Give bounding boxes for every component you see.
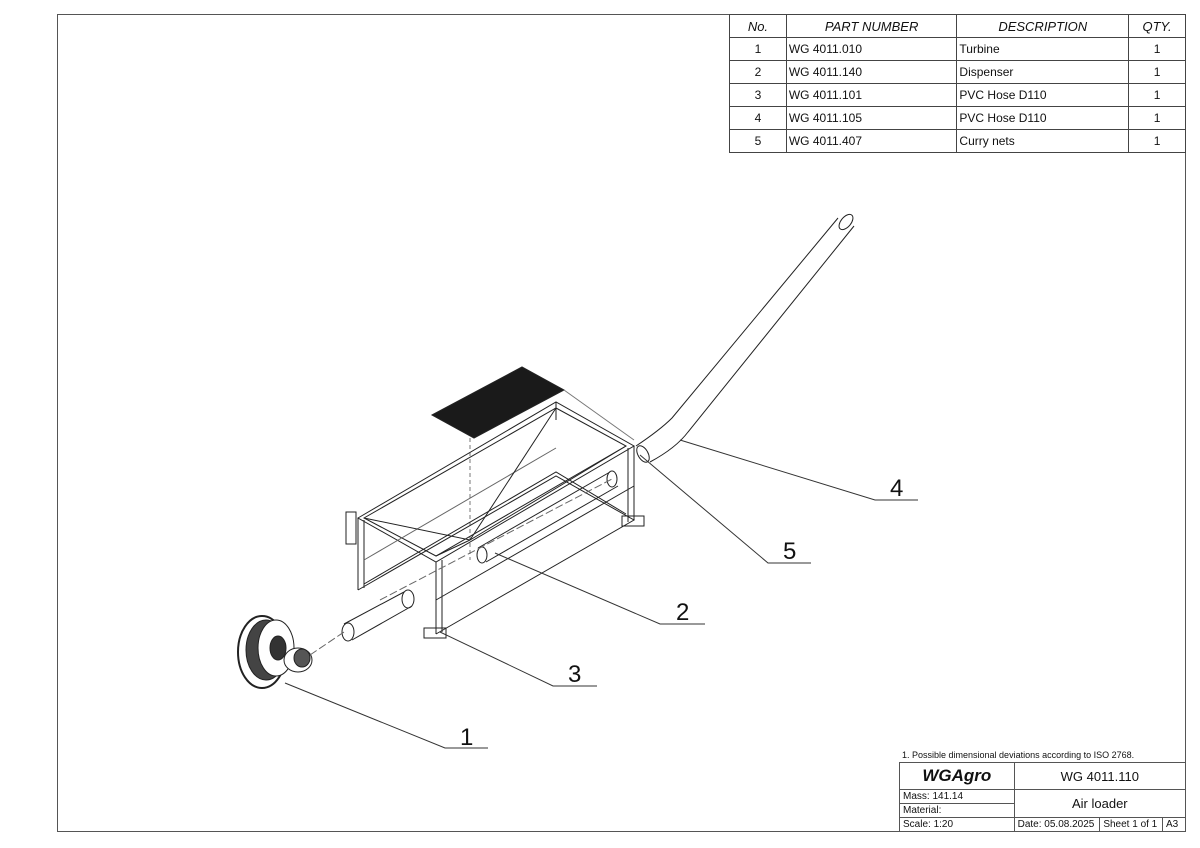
header-qty: QTY. [1128, 14, 1186, 38]
company-logo: WGAgro [899, 762, 1015, 790]
cell-description: Curry nets [956, 129, 1130, 153]
scale: Scale: 1:20 [899, 817, 1015, 832]
cell-description: Turbine [956, 37, 1130, 61]
leader-lines [284, 439, 918, 749]
cell-part-number: WG 4011.140 [785, 60, 958, 84]
sheet: Sheet 1 of 1 [1099, 817, 1164, 832]
curry-nets [430, 366, 566, 439]
cell-part-number: WG 4011.010 [785, 37, 958, 61]
cell-part-number: WG 4011.101 [785, 83, 958, 107]
turbine [237, 615, 345, 689]
dispenser-frame [345, 401, 645, 639]
mass: Mass: 141.14 [899, 789, 1015, 804]
header-no: No. [729, 14, 787, 38]
tolerance-note: 1. Possible dimensional deviations accor… [902, 750, 1135, 760]
balloon-1: 1 [460, 724, 473, 751]
drawing-number: WG 4011.110 [1013, 762, 1187, 790]
cell-no: 5 [729, 129, 787, 153]
drawing-frame [57, 14, 1186, 832]
balloon-3: 3 [568, 661, 581, 688]
pvc-hose-3 [341, 589, 415, 642]
cell-description: PVC Hose D110 [956, 106, 1130, 130]
cell-no: 2 [729, 60, 787, 84]
dispenser-pipe [379, 470, 619, 601]
parts-list-header: No. PART NUMBER DESCRIPTION QTY. [729, 14, 1186, 38]
cell-qty: 1 [1128, 60, 1186, 84]
cell-description: PVC Hose D110 [956, 83, 1130, 107]
balloon-4: 4 [890, 475, 903, 502]
header-part-number: PART NUMBER [785, 14, 958, 38]
cell-qty: 1 [1128, 37, 1186, 61]
cell-no: 4 [729, 106, 787, 130]
balloon-2: 2 [676, 599, 689, 626]
title-block: WGAgro WG 4011.110 Mass: 141.14 Air load… [899, 762, 1187, 832]
balloon-5: 5 [783, 538, 796, 565]
cell-no: 3 [729, 83, 787, 107]
material: Material: [899, 803, 1015, 818]
cell-part-number: WG 4011.407 [785, 129, 958, 153]
cell-part-number: WG 4011.105 [785, 106, 958, 130]
cell-description: Dispenser [956, 60, 1130, 84]
cell-qty: 1 [1128, 106, 1186, 130]
paper-format: A3 [1162, 817, 1186, 832]
cell-no: 1 [729, 37, 787, 61]
header-description: DESCRIPTION [956, 14, 1130, 38]
cell-qty: 1 [1128, 129, 1186, 153]
cell-qty: 1 [1128, 83, 1186, 107]
date: Date: 05.08.2025 [1013, 817, 1101, 832]
pvc-hose-4 [635, 213, 855, 463]
drawing-title: Air loader [1013, 789, 1187, 818]
